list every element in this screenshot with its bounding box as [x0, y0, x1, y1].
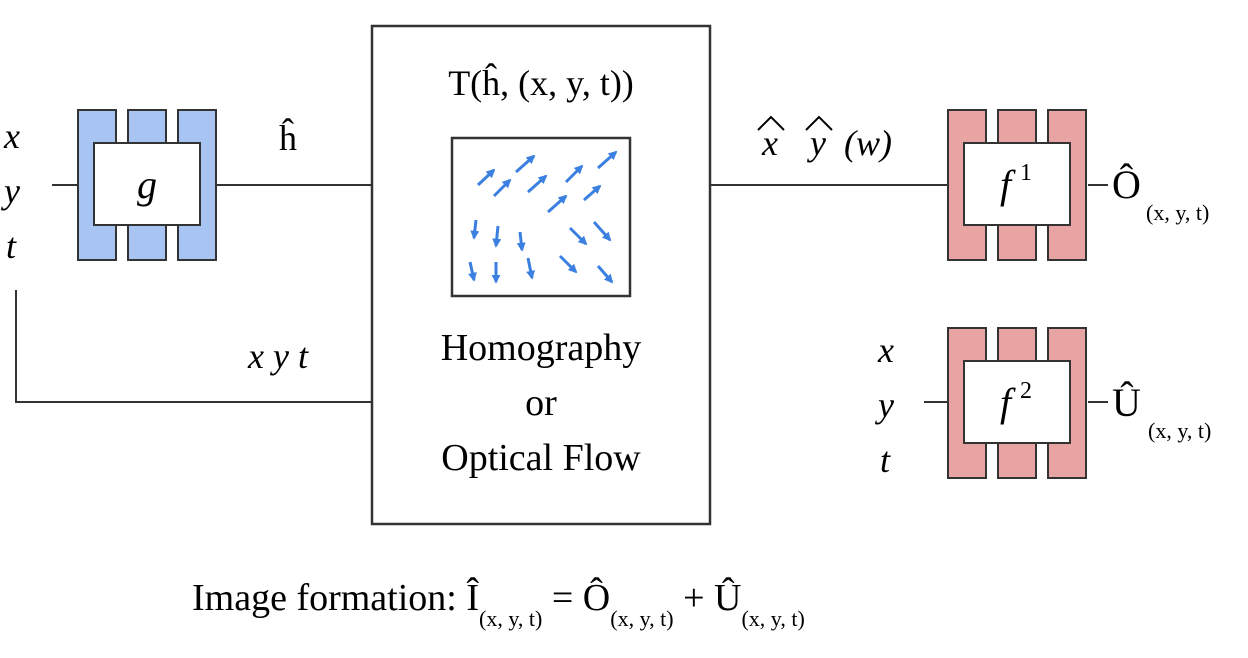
flow-arrow-11	[568, 226, 588, 246]
left-inputs: x y t	[1, 116, 20, 266]
connection-lines	[15, 184, 1108, 403]
warped-y-hat	[805, 115, 833, 131]
flow-arrow-1	[515, 154, 536, 174]
decoder1-output-subscript: (x, y, t)	[1146, 200, 1209, 225]
image-formation-formula: Image formation: Î(x, y, t) = Ô(x, y, t)…	[192, 577, 805, 631]
encoder-label: g	[137, 162, 157, 207]
input-t-label: t	[6, 226, 17, 266]
warped-x-hat	[757, 115, 785, 131]
bypass-label: x y t	[247, 336, 309, 376]
transform-line-3: Optical Flow	[441, 437, 641, 479]
flow-arrow-16	[558, 254, 578, 274]
decoder2-input-y: y	[875, 385, 894, 425]
flow-arrow-3	[597, 150, 618, 170]
warped-x-label: x	[761, 123, 778, 163]
decoder2-input-t: t	[880, 440, 891, 480]
decoder1-output-symbol: Ô	[1112, 162, 1141, 207]
flow-arrow-12	[592, 221, 612, 242]
decoder2-block: f 2	[947, 327, 1087, 479]
decoder2-output-symbol: Û	[1112, 380, 1141, 425]
decoder1-superscript: 1	[1020, 160, 1032, 186]
encoder-block: g	[77, 109, 217, 261]
warped-coords-label: x y (w)	[757, 115, 892, 163]
flow-arrows	[468, 150, 618, 284]
flow-arrow-8	[470, 219, 480, 240]
flow-arrow-4	[492, 178, 512, 198]
transform-line-1: Homography	[441, 327, 642, 369]
flow-arrow-0	[476, 168, 496, 187]
warped-w-label: (w)	[844, 123, 892, 163]
flow-arrow-15	[526, 257, 536, 280]
input-x-label: x	[3, 116, 20, 156]
decoder1-block: f 1	[947, 109, 1087, 261]
decoder2-input-x: x	[877, 330, 894, 370]
decoder2-superscript: 2	[1020, 378, 1032, 404]
flow-arrow-6	[547, 194, 568, 214]
flow-arrow-10	[516, 231, 526, 252]
transform-title: T(ĥ, (x, y, t))	[448, 63, 634, 103]
input-y-label: y	[1, 171, 20, 211]
bypass-line	[15, 290, 372, 403]
decoder1-output: Ô (x, y, t)	[1112, 162, 1209, 225]
flow-arrow-17	[596, 265, 614, 284]
latent-label: ĥ	[279, 118, 297, 158]
decoder2-inputs: x y t	[875, 330, 894, 480]
flow-arrow-13	[468, 261, 477, 282]
transform-line-2: or	[525, 382, 557, 424]
flow-arrow-7	[583, 184, 602, 202]
warped-y-label: y	[807, 123, 826, 163]
flow-arrow-9	[492, 225, 502, 248]
decoder2-output-subscript: (x, y, t)	[1148, 418, 1211, 443]
transform-block: T(ĥ, (x, y, t)) Homography or Optical Fl…	[370, 24, 712, 526]
flow-arrow-5	[527, 174, 548, 194]
decoder2-output: Û (x, y, t)	[1112, 380, 1211, 443]
flow-arrow-2	[564, 164, 584, 184]
